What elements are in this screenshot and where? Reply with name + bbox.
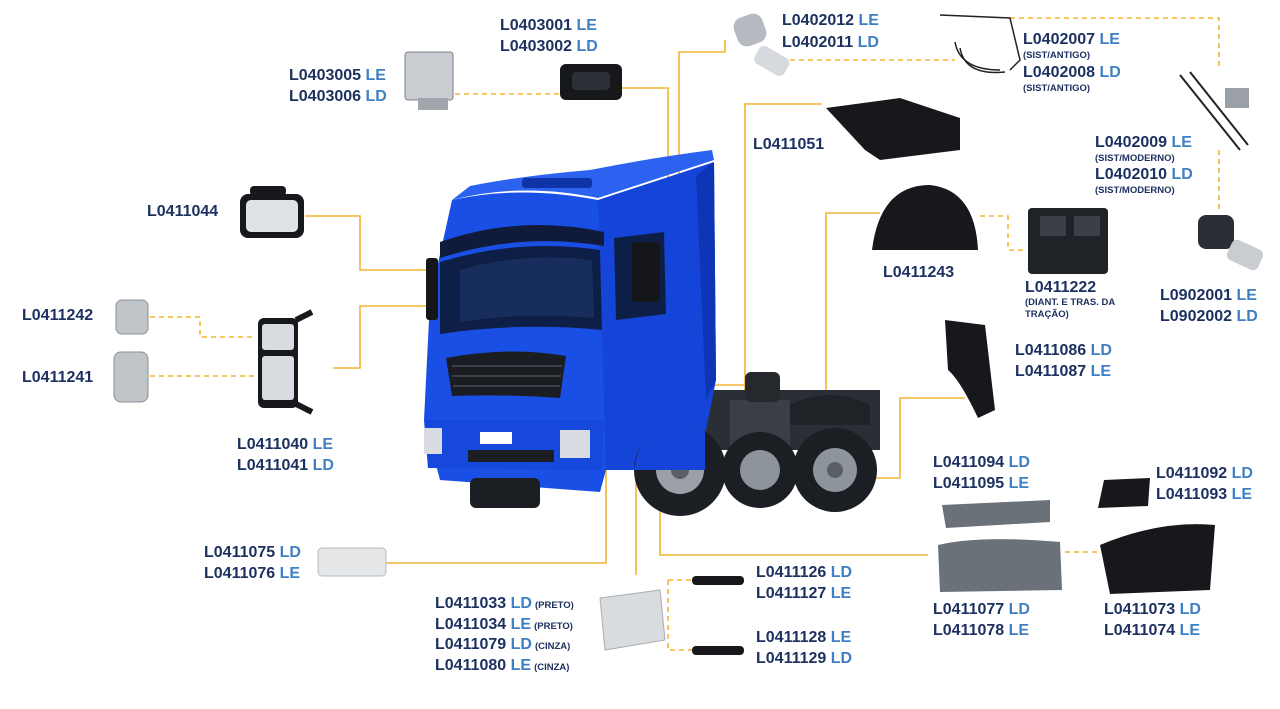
part-regulator-modern: [1179, 71, 1249, 151]
leader-panel: [744, 103, 822, 445]
part-window-motor: [733, 13, 790, 76]
part-corner: [317, 547, 387, 577]
label-l0411034: L0411034 LE(PRETO): [435, 616, 573, 633]
leader-fender: [825, 212, 880, 415]
label-l0411128: L0411128 LE: [756, 629, 852, 646]
note-l0402010: (SIST/MODERNO): [1095, 185, 1175, 196]
part-door-handle: [560, 64, 622, 100]
label-l0411079: L0411079 LD(CINZA): [435, 636, 571, 653]
label-l0411075: L0411075 LD: [204, 544, 301, 561]
label-l0411051: L0411051: [753, 136, 825, 153]
leader-mirror-small: [305, 215, 468, 271]
part-fender: [872, 185, 978, 250]
label-l0411073: L0411073 LD: [1104, 601, 1201, 618]
label-l0411086: L0411086 LD: [1015, 342, 1112, 359]
label-l0411040: L0411040 LE: [237, 436, 334, 453]
leader-mirror-main: [333, 305, 428, 369]
label-l0403002: L0403002 LD: [500, 38, 598, 55]
note-l0411222-a: (DIANT. E TRAS. DA: [1025, 297, 1116, 308]
part-regulator-old: [939, 14, 1021, 74]
label-l0411127: L0411127 LE: [756, 585, 852, 602]
label-l0411093: L0411093 LE: [1156, 486, 1253, 503]
label-l0411222: L0411222: [1025, 279, 1097, 296]
note-l0402007: (SIST/ANTIGO): [1023, 50, 1091, 61]
part-mudflap: [945, 320, 995, 418]
part-step: [599, 589, 666, 651]
label-l0411041: L0411041 LD: [237, 457, 334, 474]
label-l0411243: L0411243: [883, 264, 955, 281]
note-l0411222-b: TRAÇÃO): [1025, 309, 1069, 320]
label-l0403001: L0403001 LE: [500, 17, 597, 34]
label-l0411094: L0411094 LD: [933, 454, 1030, 471]
part-door-lock: [404, 51, 454, 110]
part-motor-modern: [1198, 215, 1264, 271]
label-l0411092: L0411092 LD: [1156, 465, 1253, 482]
leader-switch: [980, 215, 1026, 251]
part-glass-large: [113, 351, 149, 403]
label-l0403006: L0403006 LD: [289, 88, 387, 105]
label-l0402008: L0402008 LD: [1023, 64, 1121, 81]
label-l0411044: L0411044: [147, 203, 219, 220]
label-l0411242: L0411242: [22, 307, 94, 324]
note-l0402009: (SIST/MODERNO): [1095, 153, 1175, 164]
label-l0411126: L0411126 LD: [756, 564, 853, 581]
label-l0402012: L0402012 LE: [782, 12, 879, 29]
part-step-pad-grid: [1098, 478, 1150, 508]
part-mirror-small: [240, 186, 304, 238]
part-step-pads: [692, 576, 744, 655]
part-panel: [826, 98, 960, 160]
leader-glass-small: [150, 316, 255, 338]
label-l0411077: L0411077 LD: [933, 601, 1030, 618]
label-l0402010: L0402010 LD: [1095, 166, 1193, 183]
note-l0402008: (SIST/ANTIGO): [1023, 83, 1091, 94]
part-switch: [1028, 208, 1108, 274]
label-l0411087: L0411087 LE: [1015, 363, 1112, 380]
part-sidepanel: [938, 500, 1062, 592]
label-l0411074: L0411074 LE: [1104, 622, 1201, 639]
label-l0402009: L0402009 LE: [1095, 134, 1192, 151]
label-l0402007: L0402007 LE: [1023, 31, 1120, 48]
part-mirror-main: [258, 309, 314, 415]
label-l0411078: L0411078 LE: [933, 622, 1030, 639]
label-l0411080: L0411080 LE(CINZA): [435, 657, 570, 674]
truck-illustration: [424, 150, 880, 516]
label-l0411129: L0411129 LD: [756, 650, 853, 667]
label-l0403005: L0403005 LE: [289, 67, 386, 84]
part-glass-small: [115, 299, 149, 335]
label-l0411033: L0411033 LD(PRETO): [435, 595, 574, 612]
leader-regulator-top: [1010, 17, 1220, 70]
label-l0402011: L0402011 LD: [782, 34, 879, 51]
part-steps: [1100, 524, 1215, 594]
label-l0411241: L0411241: [22, 369, 94, 386]
label-l0902002: L0902002 LD: [1160, 308, 1258, 325]
label-l0902001: L0902001 LE: [1160, 287, 1257, 304]
label-l0411076: L0411076 LE: [204, 565, 301, 582]
leader-step-pads: [667, 579, 692, 651]
label-l0411095: L0411095 LE: [933, 475, 1030, 492]
